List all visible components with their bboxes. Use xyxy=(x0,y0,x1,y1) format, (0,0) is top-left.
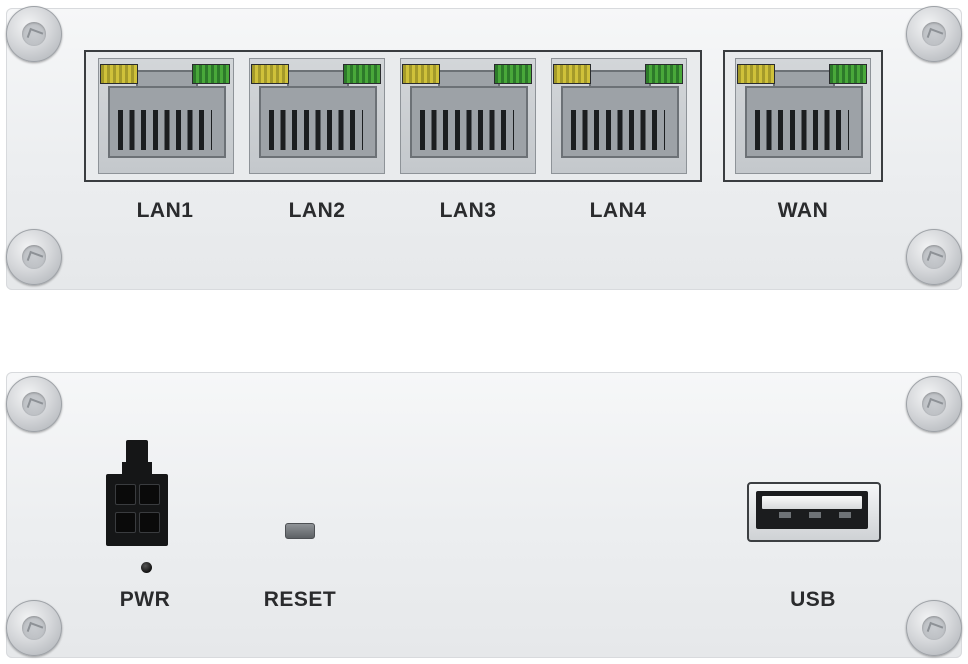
lan4-label: LAN4 xyxy=(589,199,647,222)
lan1-link-led xyxy=(192,64,230,84)
screw-lower-top-left-icon xyxy=(6,376,62,432)
screw-top-right-icon xyxy=(906,6,962,62)
usb-port[interactable] xyxy=(747,482,881,542)
lan3-label: LAN3 xyxy=(439,199,497,222)
lan1-activity-led xyxy=(100,64,138,84)
screw-mid-right-icon xyxy=(906,229,962,285)
wan-port-block xyxy=(723,50,883,182)
reset-button[interactable] xyxy=(285,523,315,539)
lan4-activity-led xyxy=(553,64,591,84)
lan4-port[interactable] xyxy=(545,52,691,178)
lan1-port[interactable] xyxy=(92,52,238,178)
wan-activity-led xyxy=(737,64,775,84)
screw-lower-bottom-left-icon xyxy=(6,600,62,656)
lan3-activity-led xyxy=(402,64,440,84)
screw-mid-left-icon xyxy=(6,229,62,285)
lan3-link-led xyxy=(494,64,532,84)
wan-link-led xyxy=(829,64,867,84)
screw-top-left-icon xyxy=(6,6,62,62)
lan-port-block xyxy=(84,50,702,182)
lan2-port[interactable] xyxy=(243,52,389,178)
lan4-link-led xyxy=(645,64,683,84)
lan2-link-led xyxy=(343,64,381,84)
power-connector[interactable] xyxy=(106,440,168,546)
screw-lower-bottom-right-icon xyxy=(906,600,962,656)
usb-label: USB xyxy=(790,588,836,611)
reset-label: RESET xyxy=(263,588,337,611)
lan1-label: LAN1 xyxy=(136,199,194,222)
wan-port[interactable] xyxy=(729,52,875,178)
pwr-label: PWR xyxy=(119,588,171,611)
lan2-label: LAN2 xyxy=(288,199,346,222)
wan-label: WAN xyxy=(777,199,829,222)
screw-lower-top-right-icon xyxy=(906,376,962,432)
lan2-activity-led xyxy=(251,64,289,84)
lan3-port[interactable] xyxy=(394,52,540,178)
power-led xyxy=(141,562,152,573)
